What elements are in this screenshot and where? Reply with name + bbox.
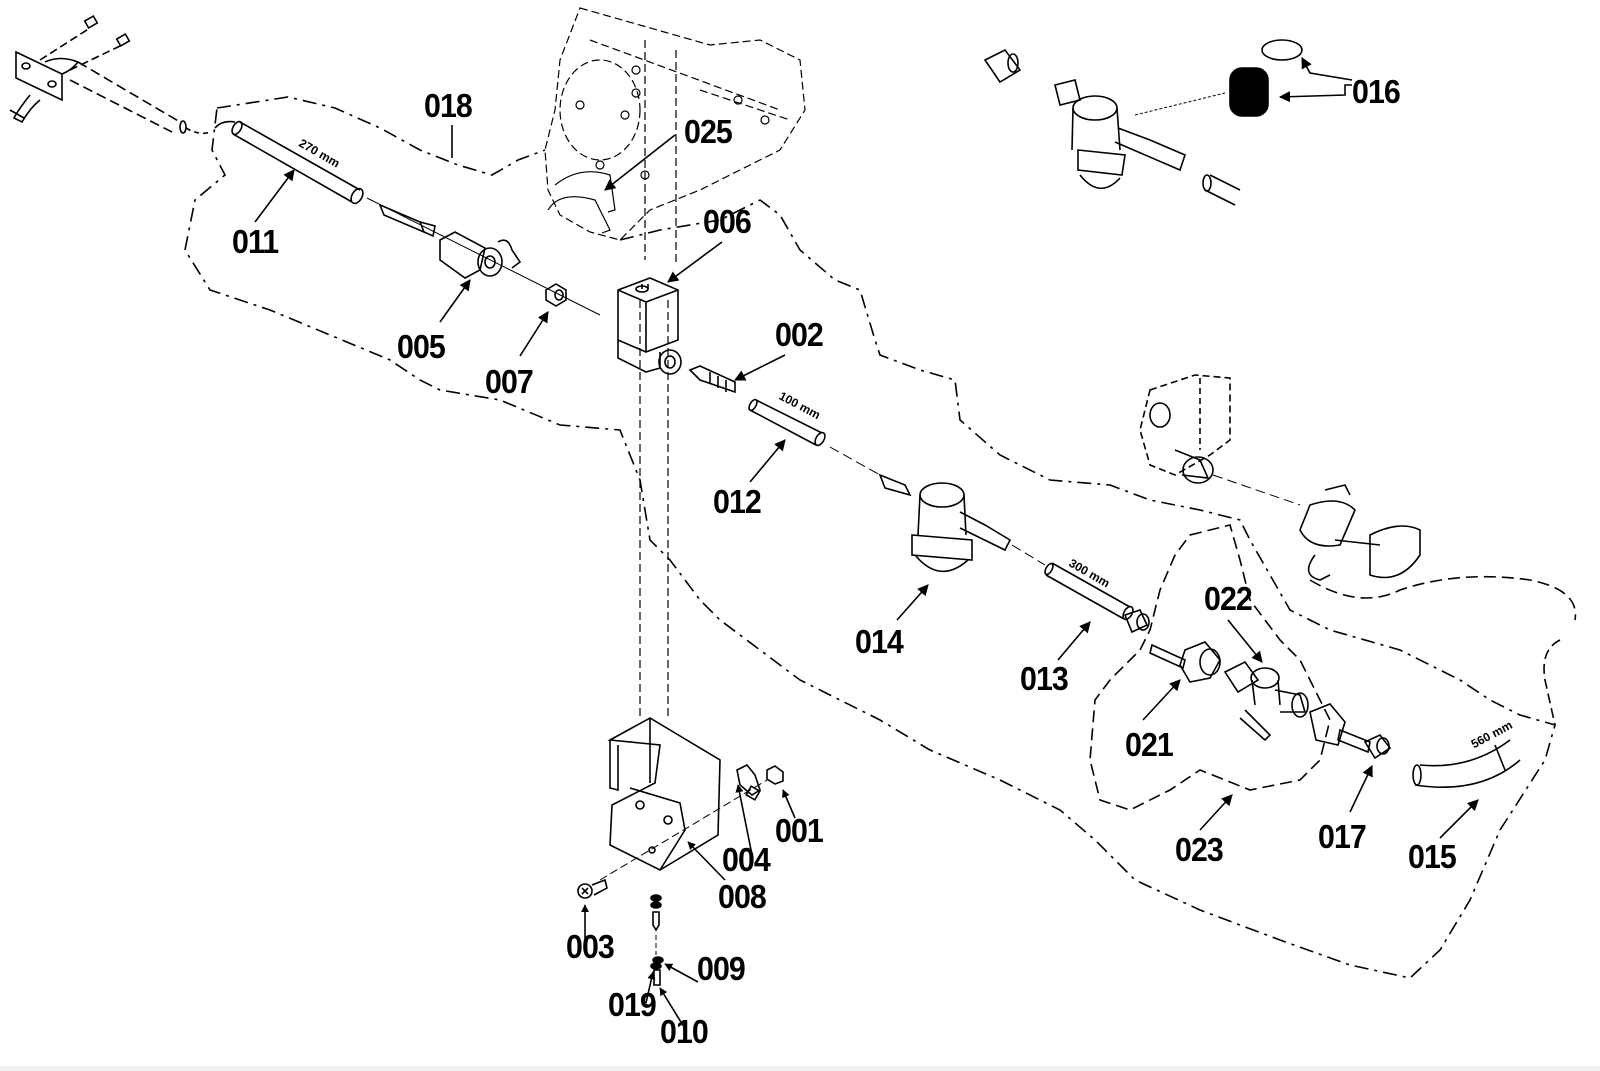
solenoid-valve-006-part: [617, 277, 682, 375]
page-footer-band: [0, 1066, 1600, 1071]
callout-003[interactable]: 003: [566, 928, 615, 965]
barb-fitting-002-part: [688, 365, 736, 394]
callout-023[interactable]: 023: [1175, 831, 1224, 868]
frame-housing-detail: [547, 65, 770, 234]
callout-008[interactable]: 008: [718, 878, 767, 915]
hose-012-part: [748, 398, 826, 447]
callout-022[interactable]: 022: [1204, 580, 1253, 617]
filter-016-assembly-part: [983, 39, 1353, 206]
hose-barb-fitting-part: [378, 203, 436, 238]
callout-019[interactable]: 019: [608, 986, 657, 1023]
bracket-elbow-part: [9, 14, 211, 135]
union-nut-021-part: [1149, 641, 1221, 683]
nut-001-part: [766, 765, 784, 785]
union-nut-right-part: [1309, 703, 1371, 754]
callout-012[interactable]: 012: [713, 483, 762, 520]
assembly-023-boundary: [1089, 524, 1331, 811]
frame-housing-part: [544, 7, 806, 720]
fastener-stack-part: [650, 894, 664, 986]
nut-007-part: [545, 283, 567, 307]
clamp-017-part: [1363, 734, 1392, 760]
callout-014[interactable]: 014: [855, 623, 904, 660]
callout-009[interactable]: 009: [697, 950, 746, 987]
mounting-bracket-008-part: [607, 717, 721, 871]
callout-017[interactable]: 017: [1318, 818, 1367, 855]
callout-013[interactable]: 013: [1020, 660, 1069, 697]
callout-016[interactable]: 016: [1352, 73, 1401, 110]
callout-018[interactable]: 018: [424, 87, 473, 124]
filter-014-part: [878, 473, 1012, 573]
screw-003-part: [577, 878, 608, 899]
connector-005-part: [439, 231, 522, 279]
hose-clamp-part: [1123, 609, 1150, 634]
assembly-018-boundary: [184, 96, 1556, 979]
callout-006[interactable]: 006: [703, 203, 752, 240]
hose-011-part: [214, 120, 364, 205]
callout-001[interactable]: 001: [775, 812, 824, 849]
callout-007[interactable]: 007: [485, 363, 534, 400]
callout-025[interactable]: 025: [684, 113, 733, 150]
valve-022-part: [1223, 660, 1309, 742]
callout-005[interactable]: 005: [397, 328, 446, 365]
hose-015-part: [1412, 739, 1521, 788]
callout-011[interactable]: 011: [232, 223, 279, 260]
callout-015[interactable]: 015: [1408, 838, 1457, 875]
callout-021[interactable]: 021: [1125, 726, 1174, 763]
callout-010[interactable]: 010: [660, 1013, 709, 1050]
callout-004[interactable]: 004: [722, 841, 771, 878]
elbow-connector-part: [1139, 374, 1577, 726]
hose-013-part: [1044, 562, 1134, 621]
callout-002[interactable]: 002: [775, 316, 824, 353]
